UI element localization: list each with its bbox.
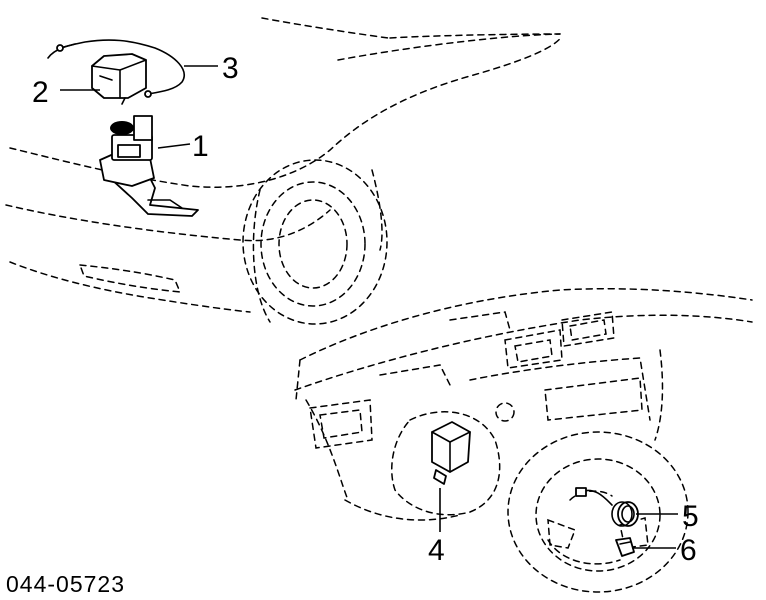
- callout-4: 4: [428, 534, 445, 567]
- diagram-code: 044-05723: [6, 571, 125, 597]
- cruise-actuator-assembly: [99, 115, 199, 217]
- actuator-cover: [91, 53, 147, 99]
- leader-1: [157, 143, 191, 149]
- callout-3: 3: [222, 52, 239, 85]
- control-cable: [47, 39, 185, 105]
- callout-6: 6: [680, 534, 697, 567]
- callout-2: 2: [32, 76, 49, 109]
- steering-wheel: [507, 431, 689, 593]
- cluster-panel: [391, 411, 501, 516]
- cruise-main-switch: [431, 421, 471, 485]
- dashboard-outline: [294, 287, 753, 521]
- callout-1: 1: [192, 130, 209, 163]
- callout-5: 5: [682, 500, 699, 533]
- switch-cover: [615, 537, 635, 557]
- car-front-outline: [5, 17, 563, 323]
- front-wheel: [242, 159, 388, 325]
